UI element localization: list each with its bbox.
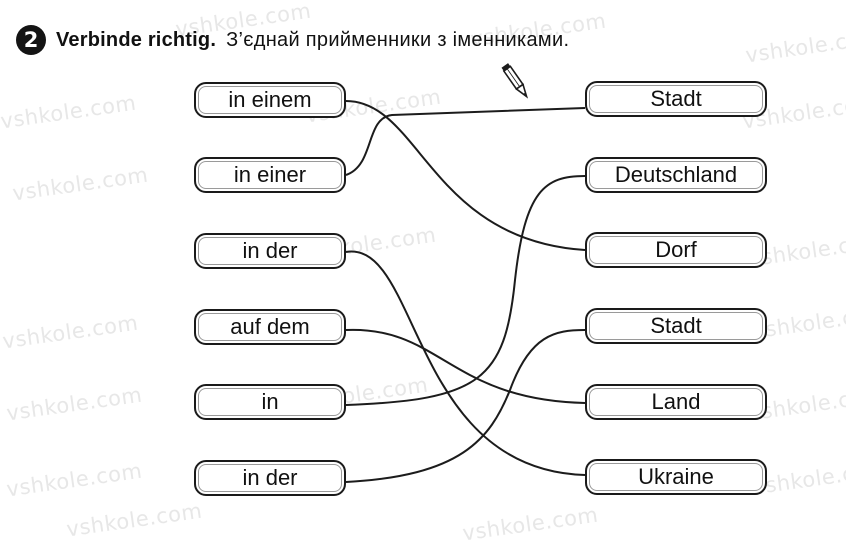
left-item-in-der-2[interactable]: in der [194, 460, 346, 496]
right-item-ukraine[interactable]: Ukraine [585, 459, 767, 495]
right-item-dorf[interactable]: Dorf [585, 232, 767, 268]
left-item-in-der-1[interactable]: in der [194, 233, 346, 269]
connection-line-in-einer-stadt [345, 107, 586, 176]
left-item-label: in [261, 389, 279, 414]
pencil-icon [501, 63, 529, 99]
left-item-label: in der [242, 238, 298, 263]
exercise-header: 2 Verbinde richtig. З’єднай прийменники … [16, 24, 569, 56]
right-item-stadt-2[interactable]: Stadt [585, 308, 767, 344]
left-item-in-einer[interactable]: in einer [194, 157, 346, 193]
exercise-number-badge: 2 [16, 25, 46, 55]
right-item-label: Stadt [650, 313, 702, 338]
left-item-label: in einer [233, 162, 307, 187]
connection-line-in-der-ukraine [345, 250, 586, 476]
connection-line-in-der-stadt [345, 329, 586, 483]
left-item-auf-dem[interactable]: auf dem [194, 309, 346, 345]
right-item-label: Deutschland [614, 162, 738, 187]
right-item-label: Ukraine [638, 464, 714, 489]
connection-line-auf-dem-land [345, 328, 586, 404]
left-item-label: in der [242, 465, 298, 490]
left-item-label: in einem [228, 87, 312, 112]
left-item-in-einem[interactable]: in einem [194, 82, 346, 118]
instruction-ukrainian: З’єднай прийменники з іменниками. [226, 28, 570, 51]
right-item-stadt-1[interactable]: Stadt [585, 81, 767, 117]
right-item-land[interactable]: Land [585, 384, 767, 420]
left-item-label: auf dem [230, 314, 310, 339]
instruction-german: Verbinde richtig. [56, 28, 217, 51]
connection-line-in-deutschland [345, 175, 586, 406]
right-item-label: Stadt [650, 86, 702, 111]
connection-line-in-einem-dorf [345, 100, 586, 251]
connection-lines [345, 100, 586, 483]
right-item-label: Dorf [655, 237, 697, 262]
left-item-in[interactable]: in [194, 384, 346, 420]
right-item-label: Land [651, 389, 701, 414]
right-item-deutschland[interactable]: Deutschland [585, 157, 767, 193]
